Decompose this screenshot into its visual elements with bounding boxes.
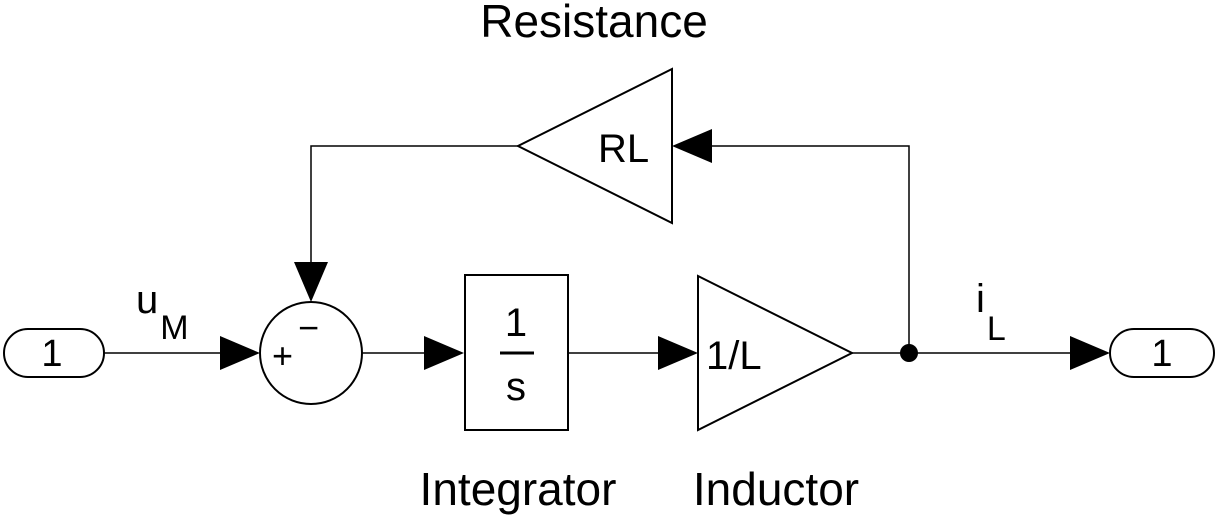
- arrowhead-icon: [672, 129, 712, 163]
- resistance-gain-label: RL: [598, 127, 649, 171]
- outport-block[interactable]: 1: [1109, 328, 1215, 378]
- signal-label-input: uM: [136, 278, 189, 347]
- signal-line-feedback-to-sum[interactable]: [294, 145, 518, 302]
- signal-line-integrator-to-inductor[interactable]: [568, 336, 698, 370]
- arrowhead-icon: [294, 262, 328, 302]
- signal-line-input[interactable]: [104, 336, 260, 370]
- signal-label-output: iL: [976, 277, 1006, 348]
- sum-block[interactable]: + −: [259, 301, 363, 405]
- arrowhead-icon: [658, 336, 698, 370]
- outport-label: 1: [1151, 333, 1172, 375]
- arrowhead-icon: [220, 336, 260, 370]
- signal-line-feedback-to-resistance[interactable]: [672, 129, 910, 353]
- integrator-numerator: 1: [505, 301, 527, 345]
- integrator-caption: Integrator: [420, 463, 617, 515]
- arrowhead-icon: [1070, 336, 1110, 370]
- resistance-gain-block[interactable]: RL: [515, 67, 673, 225]
- signal-line-sum-to-integrator[interactable]: [362, 336, 464, 370]
- sum-plus-sign: +: [272, 335, 293, 376]
- arrowhead-icon: [424, 336, 464, 370]
- sum-minus-sign: −: [298, 307, 319, 348]
- inductor-gain-label: 1/L: [706, 334, 762, 378]
- integrator-denominator: s: [506, 365, 526, 409]
- inport-block[interactable]: 1: [3, 328, 105, 378]
- inductor-caption: Inductor: [693, 463, 859, 515]
- resistance-caption: Resistance: [480, 0, 708, 47]
- signal-line-output[interactable]: [852, 336, 1110, 370]
- inport-label: 1: [41, 333, 62, 375]
- inductor-gain-block[interactable]: 1/L: [697, 274, 855, 432]
- integrator-block[interactable]: 1 s: [464, 274, 569, 431]
